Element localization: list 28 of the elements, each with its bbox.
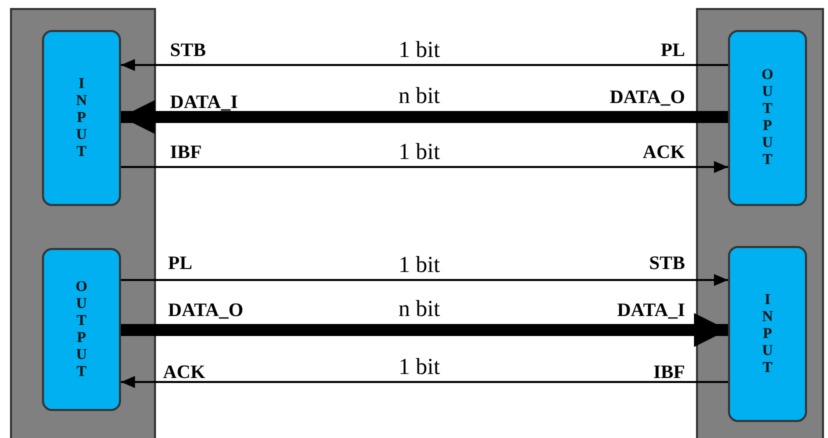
signal-name: ACK <box>642 142 685 164</box>
signal-name: DATA_I <box>170 92 238 114</box>
module-box <box>728 30 807 206</box>
module-label: INPUT <box>761 292 774 376</box>
side-panel <box>10 8 156 438</box>
signal-name: ACK <box>163 362 206 384</box>
signal-name: DATA_O <box>610 87 685 109</box>
signal-name: DATA_O <box>168 300 244 322</box>
signal-name: PL <box>660 40 685 62</box>
module-box <box>42 30 121 206</box>
module-label: OUTPUT <box>760 67 774 169</box>
signal-name: IBF <box>170 142 202 164</box>
arrow <box>121 161 728 173</box>
signal-name: IBF <box>653 362 685 384</box>
side-panel <box>696 8 824 438</box>
module-box <box>728 246 807 422</box>
signal-name: STB <box>649 253 685 275</box>
arrow <box>121 274 728 286</box>
module-box <box>42 248 121 411</box>
arrow <box>121 313 728 347</box>
module-label: INPUT <box>75 76 88 160</box>
arrow <box>121 100 728 134</box>
signal-name: PL <box>168 253 192 275</box>
module-label: OUTPUT <box>74 278 88 380</box>
arrow <box>121 59 728 71</box>
arrow <box>121 376 728 388</box>
signal-name: STB <box>170 40 206 62</box>
signal-name: DATA_I <box>617 300 685 322</box>
